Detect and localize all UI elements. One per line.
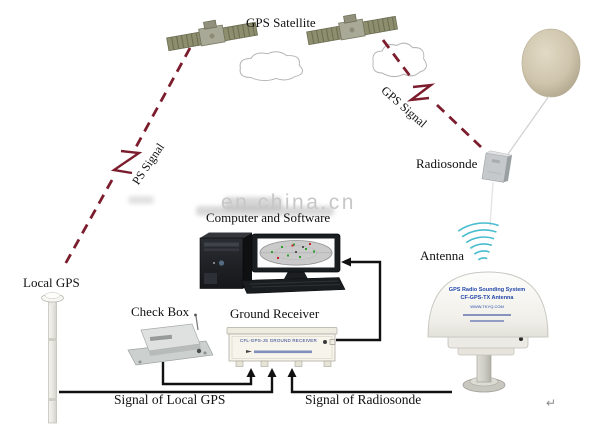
- dome-text-line3: WWW.TKYQ.COM: [470, 304, 504, 309]
- antenna-label: Antenna: [420, 248, 465, 263]
- dome-small-print: [463, 314, 511, 317]
- antenna-dome-device: [427, 271, 549, 393]
- zigzag-break-icon: [110, 149, 143, 175]
- watermark-text: en.china.cn: [221, 191, 356, 214]
- radiosonde-drop-line: [489, 181, 494, 227]
- gps-skyplot-screen: [259, 240, 333, 266]
- arrowheads: [246, 257, 351, 377]
- computer-label: Computer and Software: [206, 210, 331, 225]
- dome-small-print: [470, 319, 504, 322]
- ground-receiver-label: Ground Receiver: [230, 306, 320, 321]
- dome-text-line1: GPS Radio Sounding System: [448, 287, 526, 293]
- return-mark: ↵: [546, 396, 557, 410]
- localgps-to-receiver-line: [59, 376, 274, 394]
- receiver-panel-text: CFL-GPS-JS GROUND RECEIVER: [240, 338, 317, 343]
- gps-satellite-label: GPS Satellite: [246, 15, 316, 30]
- gps-satellite-1-icon: [164, 12, 259, 53]
- gps-signal-line-right: [381, 39, 482, 149]
- arrowhead-up-icon: [287, 368, 297, 377]
- cloud-2: [372, 42, 428, 78]
- watermark-smudge: [128, 196, 154, 204]
- connector-lines: [59, 260, 452, 394]
- arrowhead-left-icon: [341, 257, 351, 267]
- receiver-to-computer-line: [336, 260, 382, 342]
- check-box-label: Check Box: [131, 304, 190, 319]
- signal-local-gps-label: Signal of Local GPS: [114, 392, 226, 407]
- signal-waves-icon: [457, 222, 499, 261]
- local-gps-label: Local GPS: [23, 275, 80, 290]
- radiosonde-signal-line: [290, 376, 452, 394]
- arrowhead-up-icon: [246, 368, 256, 377]
- checkbox-to-receiver-line: [161, 362, 253, 386]
- watermark-smudge: [196, 206, 334, 216]
- radiosonde-label: Radiosonde: [416, 156, 478, 171]
- gps-signal-line-left: [61, 47, 192, 269]
- balloon-string: [507, 95, 550, 155]
- computer-workstation: [199, 232, 346, 294]
- zigzag-break-icon: [406, 83, 436, 102]
- watermark-smudge: [224, 197, 282, 210]
- arrowhead-up-icon: [267, 368, 277, 377]
- ground-receiver-device: [226, 327, 338, 367]
- signal-radiosonde-label: Signal of Radiosonde: [305, 392, 422, 407]
- check-box-device: [127, 313, 214, 366]
- dome-text-line2: CF-GPS-TX Antenna: [460, 295, 514, 301]
- local-gps-antenna: [41, 292, 64, 424]
- cloud-1: [239, 51, 304, 82]
- radiosonde-device: [481, 150, 513, 183]
- weather-balloon: [521, 28, 581, 98]
